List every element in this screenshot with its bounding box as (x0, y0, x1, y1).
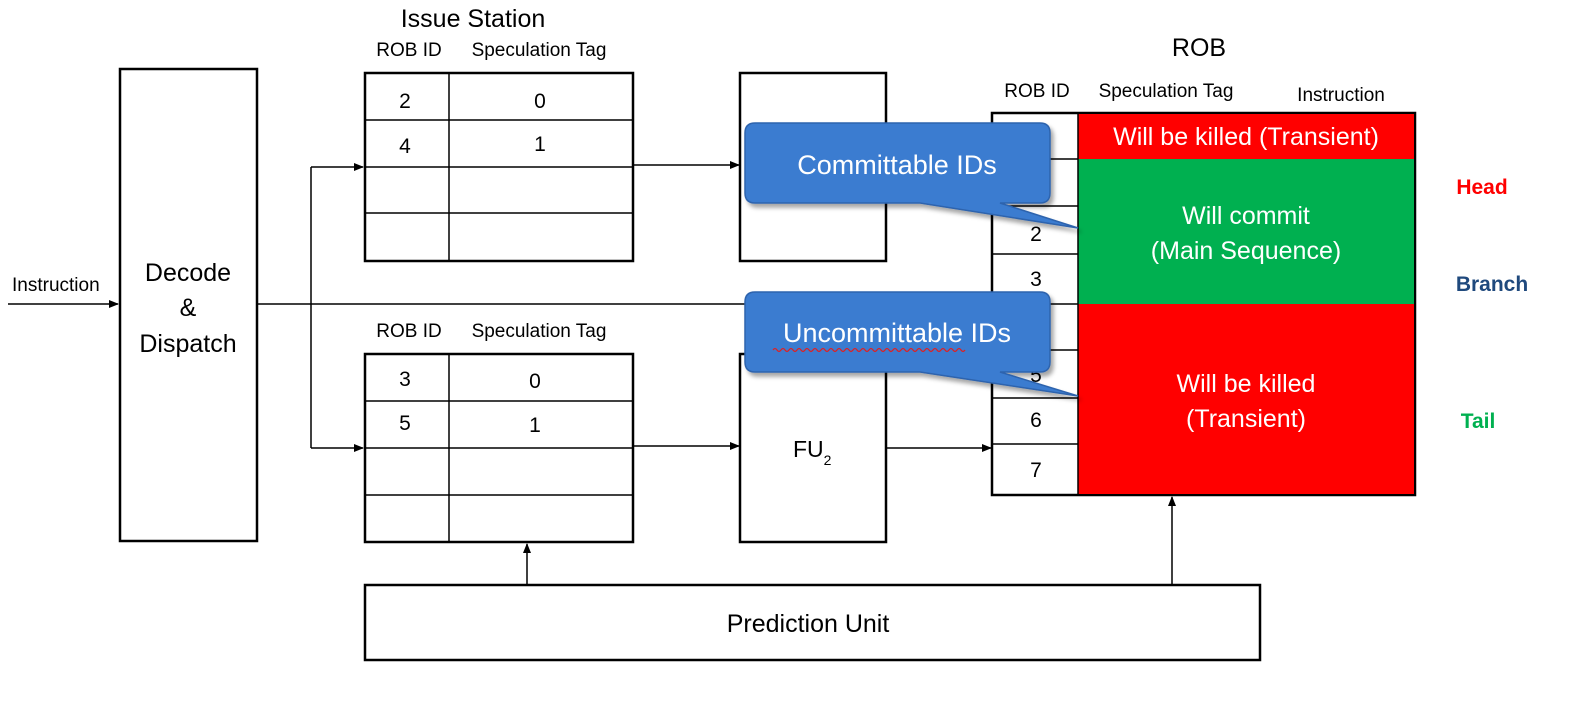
rob-id-cell: 6 (1030, 409, 1042, 432)
rob-region-bottom-label-2: (Transient) (1186, 405, 1306, 433)
instruction-input-label: Instruction (12, 275, 100, 296)
bottom-station-row-spec-tag: 1 (529, 414, 541, 437)
bottom-station-col-rob-id: ROB ID (376, 321, 441, 342)
rob-region-bottom-label-1: Will be killed (1177, 370, 1316, 398)
rob-id-cell: 2 (1030, 223, 1042, 246)
top-station-col-spec-tag: Speculation Tag (472, 40, 607, 61)
bottom-station-row-spec-tag: 0 (529, 370, 541, 393)
top-station-row-rob-id: 4 (399, 135, 411, 158)
rob-region-commit-label-2: (Main Sequence) (1151, 237, 1341, 265)
issue-station-title: Issue Station (401, 5, 546, 33)
top-station-col-rob-id: ROB ID (376, 40, 441, 61)
fu2-box (738, 352, 888, 544)
uncommittable-ids-label: Uncommittable IDs (783, 318, 1011, 348)
decode-label: Decode (145, 259, 231, 287)
fu2-label: FU2 (793, 436, 832, 468)
spellcheck-underline (772, 347, 966, 353)
rob-col-rob-id: ROB ID (1004, 81, 1069, 102)
prediction-unit-label: Prediction Unit (727, 610, 890, 638)
tail-pointer-label: Tail (1461, 410, 1496, 433)
head-pointer-label: Head (1456, 176, 1507, 199)
decode-dispatch-box (118, 67, 259, 543)
rob-title: ROB (1172, 34, 1226, 62)
rob-id-cell: 5 (1030, 364, 1042, 387)
top-station-row-rob-id: 2 (399, 90, 411, 113)
ampersand-label: & (180, 294, 197, 322)
dispatch-label: Dispatch (139, 330, 236, 358)
committable-ids-callout (744, 122, 1079, 229)
top-station-row-spec-tag: 1 (534, 133, 546, 156)
bottom-station-row-rob-id: 3 (399, 368, 411, 391)
bottom-station-row-rob-id: 5 (399, 412, 411, 435)
rob-col-instruction: Instruction (1297, 85, 1385, 106)
rob-col-spec-tag: Speculation Tag (1099, 81, 1234, 102)
rob-region-commit (1078, 159, 1414, 304)
rob-id-cell: 3 (1030, 268, 1042, 291)
branch-pointer-label: Branch (1456, 273, 1528, 296)
prediction-unit-box (363, 583, 1262, 662)
uncommittable-ids-callout (744, 291, 1079, 397)
rob-region-commit-label-1: Will commit (1182, 202, 1310, 230)
rob-region-top-killed (1078, 114, 1414, 159)
bottom-station-col-spec-tag: Speculation Tag (472, 321, 607, 342)
rob-region-bottom-killed (1078, 304, 1414, 494)
rob-id-cell: 7 (1030, 459, 1042, 482)
top-station-row-spec-tag: 0 (534, 90, 546, 113)
committable-ids-label: Committable IDs (797, 150, 997, 180)
rob-region-top-label: Will be killed (Transient) (1113, 123, 1379, 151)
